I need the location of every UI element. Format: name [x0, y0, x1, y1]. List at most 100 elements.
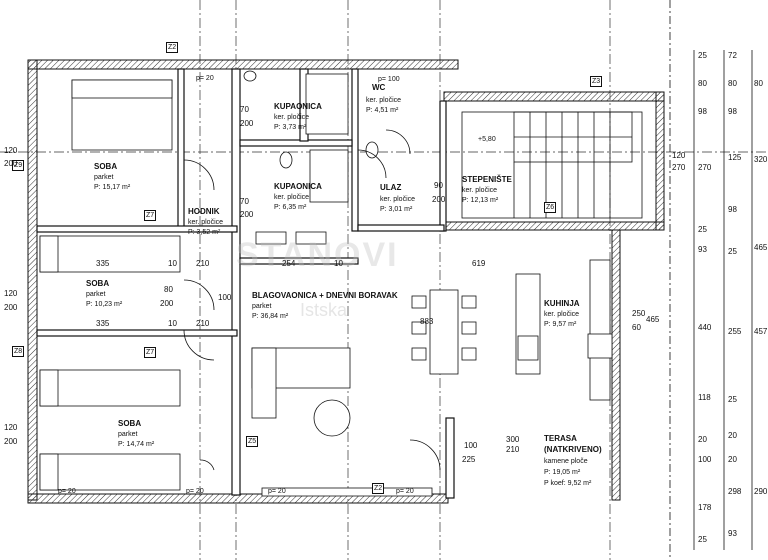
dim-label: 80: [754, 79, 763, 88]
dim-label: 298: [728, 487, 742, 496]
tag-z7-1: Z7: [144, 210, 157, 221]
dim-label: 10: [168, 319, 177, 328]
watermark: STANOVI: [236, 236, 399, 274]
dim-label: 25: [698, 535, 707, 544]
dim-label: 270: [672, 163, 686, 172]
watermark-sub: Istska: [300, 300, 348, 320]
room-area: P: 14,74 m²: [118, 441, 155, 448]
room-floor: ker. pločice: [380, 196, 416, 203]
room-name: BLAGOVAONICA + DNEVNI BORAVAK: [252, 291, 398, 300]
room-floor: parket: [86, 291, 106, 298]
room-area: P: 12,13 m²: [462, 197, 499, 204]
room-area-coef: P koef: 9,52 m²: [544, 480, 592, 487]
dim-label: 100: [464, 441, 478, 450]
dim-label: 210: [196, 319, 210, 328]
dim-label: 200: [4, 303, 18, 312]
dim-label: 100: [218, 293, 232, 302]
dim-label: 70: [240, 197, 249, 206]
room-name-2: (NATKRIVENO): [544, 445, 602, 454]
room-area: P: 10,23 m²: [86, 301, 123, 308]
dim-label: 300: [506, 435, 520, 444]
room-area: P: 9,57 m²: [544, 321, 577, 328]
room-name: KUHINJA: [544, 299, 580, 308]
room-floor: ker. pločice: [274, 114, 310, 121]
dim-label: 93: [728, 529, 737, 538]
parapet-note: p= 20: [196, 75, 214, 82]
dim-label: 320: [754, 155, 768, 164]
room-area: P: 3,52 m²: [188, 229, 221, 236]
room-floor: kamene ploče: [544, 458, 588, 465]
beds: [39, 79, 181, 491]
parapet-note: p= 20: [58, 488, 76, 495]
room-name: TERASA: [544, 434, 577, 443]
room-name: SOBA: [94, 162, 118, 171]
dim-label: 25: [698, 225, 707, 234]
dim-label: 120: [4, 146, 18, 155]
room-area: P: 19,05 m²: [544, 469, 581, 476]
level-mark: +5,80: [478, 136, 496, 143]
dim-label: 25: [698, 51, 707, 60]
dim-label: 465: [754, 243, 768, 252]
tag-z8: Z8: [12, 346, 25, 357]
dim-label: 200: [4, 437, 18, 446]
dim-label: 290: [754, 487, 768, 496]
tag-z2-top: Z2: [166, 42, 179, 53]
door-swings: [183, 129, 441, 471]
dim-label: 25: [728, 395, 737, 404]
dim-label: 98: [728, 205, 737, 214]
dim-label: 120: [4, 423, 18, 432]
room-floor: parket: [94, 174, 114, 181]
tag-z3: Z3: [590, 76, 603, 87]
room-area: P: 6,35 m²: [274, 204, 307, 211]
dim-label: 120: [672, 151, 686, 160]
room-area: P: 4,51 m²: [366, 107, 399, 114]
dim-label: 335: [96, 319, 110, 328]
dim-label: 72: [728, 51, 737, 60]
dim-label: 100: [698, 455, 712, 464]
room-floor: ker. pločice: [462, 187, 498, 194]
dim-label: 10: [168, 259, 177, 268]
room-name: HODNIK: [188, 207, 220, 216]
room-area: P: 3,73 m²: [274, 124, 307, 131]
dim-label: 60: [632, 323, 641, 332]
bathroom-fixtures: [243, 70, 379, 245]
tag-z6: Z6: [544, 202, 557, 213]
room-area: P: 3,01 m²: [380, 206, 413, 213]
tag-z7-2: Z7: [144, 347, 157, 358]
room-floor: parket: [118, 431, 138, 438]
room-floor: ker. pločice: [544, 311, 580, 318]
dim-label: 10: [334, 259, 343, 268]
dim-label: 440: [698, 323, 712, 332]
dim-label: 20: [728, 455, 737, 464]
dim-label: 98: [728, 107, 737, 116]
parapet-note: p= 20: [396, 488, 414, 495]
living-furniture: [251, 259, 613, 497]
dim-label: 883: [420, 317, 434, 326]
room-floor: parket: [252, 303, 272, 310]
dim-label: 255: [728, 327, 742, 336]
dim-label: 210: [196, 259, 210, 268]
dim-label: 120: [4, 289, 18, 298]
dim-label: 118: [698, 393, 711, 402]
dim-label: 200: [432, 195, 446, 204]
dim-label: 619: [472, 259, 486, 268]
room-name: STEPENIŠTE: [462, 175, 512, 184]
dim-label: 225: [462, 455, 476, 464]
exterior-walls: [27, 59, 665, 504]
room-floor: ker. pločice: [274, 194, 310, 201]
dim-label: 457: [754, 327, 768, 336]
dim-label: 80: [728, 79, 737, 88]
room-floor: ker. pločice: [188, 219, 224, 226]
dim-label: 125: [728, 153, 742, 162]
room-floor: ker. pločice: [366, 97, 402, 104]
parapet-note: p= 100: [378, 76, 400, 83]
dim-label: 80: [164, 285, 173, 294]
room-name: SOBA: [118, 419, 142, 428]
dim-label: 465: [646, 315, 660, 324]
dim-label: 90: [434, 181, 443, 190]
dim-label: 70: [240, 105, 249, 114]
parapet-note: p= 20: [268, 488, 286, 495]
dim-label: 200: [240, 119, 254, 128]
room-name: WC: [372, 83, 386, 92]
